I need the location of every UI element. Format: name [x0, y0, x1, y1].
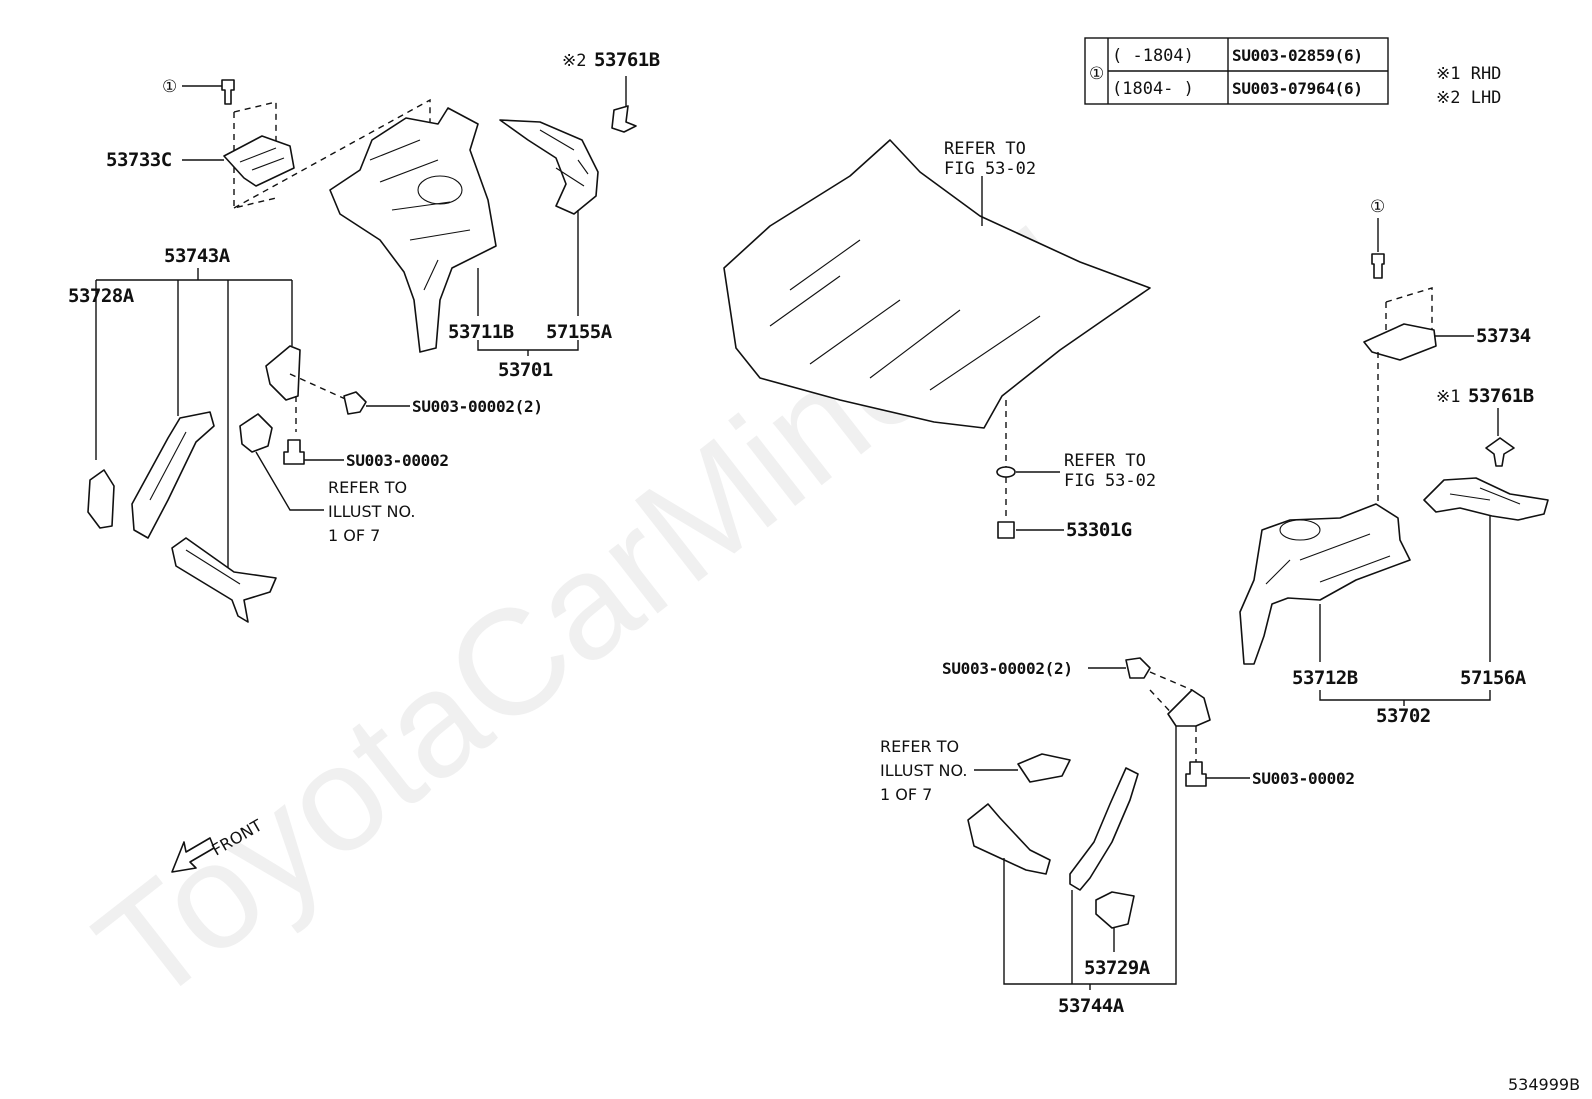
- bolt-table-range-1: ( -1804): [1112, 46, 1194, 66]
- label-53744A: 53744A: [1058, 995, 1125, 1017]
- label-57155A: 57155A: [546, 321, 613, 343]
- left-bolt-assembly: ①: [162, 77, 295, 209]
- legend-lhd: ※2 LHD: [1436, 88, 1501, 108]
- label-53733C: 53733C: [106, 149, 172, 171]
- bracket-right-mount: [1167, 689, 1211, 727]
- part-53712B: [1239, 503, 1411, 665]
- label-53729A: 53729A: [1084, 957, 1151, 979]
- label-53743A: 53743A: [164, 245, 231, 267]
- bolt-table-key: ①: [1089, 64, 1104, 84]
- bracket-53733C: [223, 135, 295, 187]
- bolt-table-part-1: SU003-02859(6): [1232, 46, 1363, 65]
- left-bolt-key: ①: [162, 77, 177, 97]
- bolt-icon: [1185, 761, 1207, 787]
- part-53729A: [1095, 891, 1135, 929]
- bolt-icon: [1371, 253, 1385, 279]
- label-53728A: 53728A: [68, 285, 135, 307]
- left-refer-line-2: ILLUST NO.: [328, 502, 415, 521]
- label-53301G: 53301G: [1066, 519, 1132, 541]
- label-53712B: 53712B: [1292, 667, 1358, 689]
- hood-seal: [996, 466, 1016, 478]
- right-refer-line-3: 1 OF 7: [880, 785, 932, 804]
- part-53711B: [329, 107, 497, 353]
- right-bolt-key: ①: [1370, 197, 1385, 217]
- left-bolt-b: SU003-00002: [346, 451, 449, 470]
- reinforcement-upper-right: [1069, 767, 1139, 891]
- label-53701: 53701: [498, 359, 553, 381]
- bracket-left-mount: [265, 345, 301, 401]
- cushion-53301G: [997, 521, 1015, 539]
- right-bolt-b: SU003-00002: [1252, 769, 1355, 788]
- bracket-53734: [1363, 323, 1437, 361]
- hood-panel: [723, 139, 1151, 429]
- bolt-icon: [1125, 657, 1151, 679]
- bolt-icon: [343, 391, 367, 415]
- label-53734: 53734: [1476, 325, 1531, 347]
- part-53728A: [87, 469, 115, 529]
- legend-rhd: ※1 RHD: [1436, 64, 1501, 84]
- part-57155A: [499, 119, 599, 215]
- refer-fig-b-line-1: REFER TO: [1064, 451, 1146, 471]
- clip-53761B-right: [1485, 437, 1515, 467]
- left-refer-line-3: 1 OF 7: [328, 526, 380, 545]
- left-bolt-a: SU003-00002(2): [412, 397, 543, 416]
- clip-53761B-left: [611, 105, 637, 133]
- bracket-right-small: [1017, 753, 1071, 783]
- right-bolt-a: SU003-00002(2): [942, 659, 1073, 678]
- bracket-left-small: [239, 413, 273, 453]
- right-refer-line-1: REFER TO: [880, 737, 959, 756]
- bolt-table-part-2: SU003-07964(6): [1232, 79, 1363, 98]
- label-53711B: 53711B: [448, 321, 514, 343]
- left-53761B-mark: ※2: [562, 51, 586, 71]
- right-refer-line-2: ILLUST NO.: [880, 761, 967, 780]
- left-refer-line-1: REFER TO: [328, 478, 407, 497]
- bolt-icon: [283, 439, 305, 465]
- reinforcement-lower-right: [967, 803, 1051, 875]
- figure-code: 534999B: [1508, 1075, 1580, 1094]
- refer-fig-a-line-2: FIG 53-02: [944, 159, 1036, 179]
- right-53761B-mark: ※1: [1436, 387, 1460, 407]
- refer-fig-a-line-1: REFER TO: [944, 139, 1026, 159]
- reinforcement-lower-left: [171, 537, 277, 623]
- label-53761B-right: 53761B: [1468, 385, 1534, 407]
- refer-fig-b-line-2: FIG 53-02: [1064, 471, 1156, 491]
- label-53761B-left: 53761B: [594, 49, 660, 71]
- reinforcement-upper-left: [131, 411, 215, 539]
- bolt-table-range-2: (1804- ): [1112, 79, 1194, 99]
- part-57156A: [1423, 477, 1549, 521]
- label-53702: 53702: [1376, 705, 1431, 727]
- label-57156A: 57156A: [1460, 667, 1527, 689]
- bolt-table: ① ( -1804) SU003-02859(6) (1804- ) SU003…: [1084, 37, 1389, 105]
- bolt-icon: [221, 79, 235, 105]
